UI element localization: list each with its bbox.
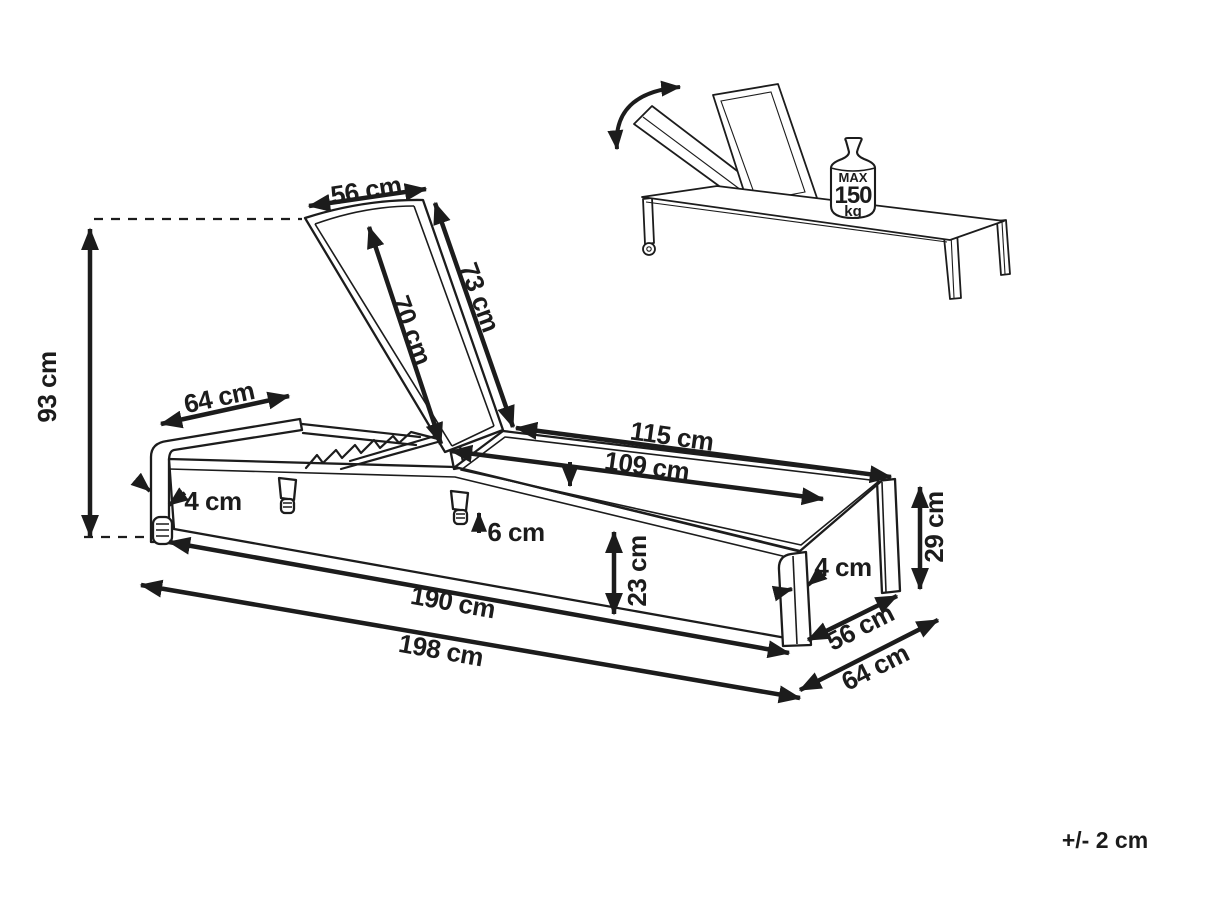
dim-arrow-overall-width xyxy=(798,617,940,693)
max-load-value: 150 xyxy=(834,182,872,209)
rear-right-leg-inner-line xyxy=(881,481,887,593)
dim-arrow-backrest-sling-length xyxy=(366,225,444,446)
bracket-coil xyxy=(452,508,469,526)
max-load-label: MAX xyxy=(839,170,868,185)
weight-rim-line xyxy=(830,167,876,172)
bracket-plate xyxy=(449,489,470,513)
dim-arrow-head-end-depth xyxy=(159,391,291,429)
inset-left-leg xyxy=(642,197,655,245)
pointer-arrow-rear-leg-outer xyxy=(771,585,794,602)
dim-label-length-inner: 190 cm xyxy=(408,580,497,624)
dim-arrow-backrest-width xyxy=(307,183,428,212)
rear-right-leg xyxy=(875,477,902,595)
wheel-outer xyxy=(642,242,656,256)
frame-bracket-hinge xyxy=(449,489,470,526)
dim-label-rear-leg-width: 4 cm xyxy=(814,552,871,582)
dim-label-length-overall: 198 cm xyxy=(396,628,485,672)
pointer-arrow-rear-leg-inner xyxy=(806,566,828,587)
frame-bracket-front xyxy=(277,476,298,515)
dim-label-overall-height: 93 cm xyxy=(32,351,62,422)
dim-label-leg-height: 29 cm xyxy=(919,491,949,562)
left-leg-wheel-icon xyxy=(151,515,174,546)
max-load-unit: kg xyxy=(844,203,862,220)
inset-backrest-reclined-inner-line xyxy=(642,116,746,194)
bracket-coil xyxy=(279,497,296,515)
recline-adjustment-arrow-icon xyxy=(607,80,682,151)
dim-arrow-backrest-frame-length xyxy=(432,201,516,429)
dim-label-side-rail-height: 23 cm xyxy=(622,535,652,606)
inset-seat-deck-inner-line xyxy=(645,201,948,243)
inset-front-right-leg-inner-line xyxy=(950,233,955,299)
pointer-arrow-front-leg-outer xyxy=(130,472,152,493)
inset-seat-deck xyxy=(641,185,1005,241)
weight-body xyxy=(829,136,877,220)
bracket-plate xyxy=(277,476,298,502)
bracket-coil-hatching xyxy=(456,513,465,519)
dim-arrow-seat-length-109 xyxy=(449,444,825,506)
inset-recline-drawing: MAX 150 kg xyxy=(607,80,1011,300)
pointer-arrow-front-leg-inner xyxy=(167,487,189,507)
inset-left-wheel-icon xyxy=(642,242,656,256)
dim-label-front-leg-width: 4 cm xyxy=(184,486,241,516)
inset-backrest-raised-inner-border xyxy=(720,91,806,202)
dim-arrow-length-overall xyxy=(139,579,802,704)
inset-rear-right-leg-inner-line xyxy=(1001,221,1006,275)
bracket-coil-hatching xyxy=(283,502,292,508)
main-lounger-drawing: 56 cm 70 cm 73 cm 93 cm 64 cm 115 cm 109… xyxy=(32,170,949,704)
dim-label-seat-rail-thickness: 6 cm xyxy=(487,517,544,547)
tolerance-note: +/- 2 cm xyxy=(1062,827,1148,853)
wheel-hub xyxy=(646,246,652,252)
max-load-weight-icon: MAX 150 kg xyxy=(829,136,877,220)
wheel-hatching xyxy=(156,523,169,537)
